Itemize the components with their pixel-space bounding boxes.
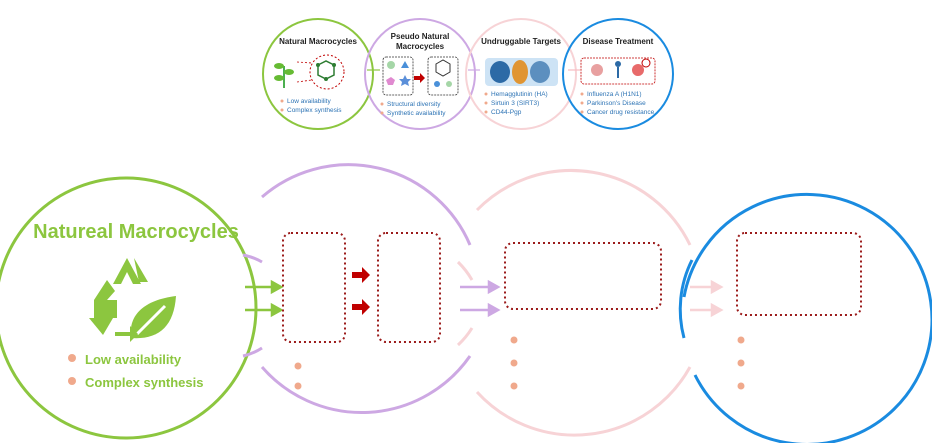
top-title-pseudo-1: Pseudo Natural — [391, 32, 450, 41]
purple-arrows — [460, 279, 501, 318]
top-title-disease: Disease Treatment — [583, 37, 654, 46]
top-bullets-natural: Low availability Complex synthesis — [280, 98, 342, 114]
arc-disease-treatment — [682, 192, 932, 443]
arc-targets-left-join-bottom — [456, 327, 474, 347]
arc-targets-left-join — [456, 260, 474, 281]
top-title-natural: Natural Macrocycles — [279, 37, 357, 46]
top-diagram: Natural Macrocycles Pseudo Natural Macro… — [262, 18, 674, 130]
top-bullet-text: Cancer drug resistance — [587, 109, 655, 116]
top-circle-disease — [562, 18, 674, 130]
bullet-low-availability: Low availability — [85, 352, 182, 367]
top-bullet-text: CD44-Pgp — [491, 109, 522, 116]
top-title-targets: Undruggable Targets — [481, 37, 561, 46]
top-bullets-targets: Hemagglutinin (HA) Sirtuin 3 (SIRT3) CD4… — [484, 91, 548, 116]
placeholder-bullets-pseudo — [294, 362, 302, 390]
disease-icons — [580, 57, 656, 85]
top-title-pseudo-2: Macrocycles — [396, 42, 445, 51]
top-bullet-text: Low availability — [287, 98, 331, 105]
cancer-cell-icon — [632, 64, 644, 76]
top-bullet-text: Sirtuin 3 (SIRT3) — [491, 100, 539, 107]
fragment-shapes-icon — [382, 56, 459, 96]
top-bullet-text: Complex synthesis — [287, 107, 342, 114]
red-arrows — [352, 267, 370, 315]
arc-pseudo-left-join-bottom — [242, 346, 263, 358]
top-circle-natural — [262, 18, 374, 130]
top-bullet-text: Structural diversity — [387, 101, 441, 108]
person-icon — [615, 61, 621, 67]
placeholder-box-disease — [736, 232, 862, 316]
top-circle-pseudo — [364, 18, 476, 130]
circle-natural-macrocycles — [0, 176, 258, 440]
top-circle-targets — [465, 18, 577, 130]
top-bullets-disease: Influenza A (H1N1) Parkinson's Disease C… — [580, 91, 655, 116]
natural-macrocycles-title: Natureal Macrocycles — [33, 221, 239, 243]
arc-pseudo-natural-bottom — [260, 355, 472, 414]
placeholder-box-targets — [504, 242, 662, 310]
arc-pseudo-natural — [261, 163, 472, 246]
pink-arrows — [690, 279, 724, 318]
plant-icon — [274, 63, 294, 88]
bullet-dot — [68, 354, 76, 362]
bottom-diagram: Natureal Macrocycles Low availability Co… — [0, 163, 932, 443]
placeholder-bullets-targets — [510, 336, 518, 390]
arc-undruggable-targets-bottom — [475, 366, 692, 437]
placeholder-bullets-disease — [737, 336, 745, 390]
macrocycle-structure-icon — [296, 54, 345, 90]
green-arrows — [245, 279, 284, 318]
arc-disease-treatment-left — [678, 259, 694, 339]
arc-pseudo-left-join — [242, 253, 263, 264]
placeholder-box-pseudo-left — [282, 232, 346, 343]
top-bullet-text: Synthetic availability — [387, 110, 446, 117]
placeholder-box-pseudo-right — [377, 232, 441, 343]
arc-undruggable-targets — [475, 169, 692, 246]
top-bullet-text: Parkinson's Disease — [587, 100, 646, 107]
top-bullets-pseudo: Structural diversity Synthetic availabil… — [380, 101, 446, 117]
top-bullet-text: Influenza A (H1N1) — [587, 91, 642, 98]
bullet-complex-synthesis: Complex synthesis — [85, 375, 204, 390]
bullet-dot — [68, 377, 76, 385]
recycle-leaf-icon — [89, 258, 176, 342]
top-bullet-text: Hemagglutinin (HA) — [491, 91, 548, 98]
protein-targets-icon — [485, 58, 558, 86]
virus-icon — [591, 64, 603, 76]
